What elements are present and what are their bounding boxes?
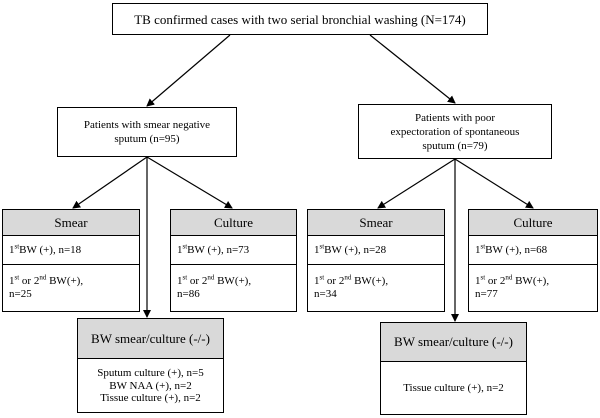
right-bw-negative-details: Tissue culture (+), n=2 [381,362,526,415]
right-culture-title: Culture [469,210,597,236]
right-smear-card: Smear 1stBW (+), n=28 1st or 2nd BW(+),n… [307,209,445,312]
right-culture-first-bw: 1stBW (+), n=68 [475,241,548,256]
right-smear-either-bw: 1st or 2nd BW(+),n=34 [308,264,444,311]
left-smear-title: Smear [3,210,139,236]
right-culture-either-bw: 1st or 2nd BW(+),n=77 [469,264,597,311]
right-smear-title: Smear [308,210,444,236]
root-label: TB confirmed cases with two serial bronc… [134,11,466,27]
right-bw-negative-card: BW smear/culture (-/-) Tissue culture (+… [380,322,527,415]
right-group-line-2: expectoration of spontaneous [390,125,520,138]
left-bw-negative-title: BW smear/culture (-/-) [78,319,223,359]
left-culture-first-bw: 1stBW (+), n=73 [177,241,250,256]
arrow-root-to-right-group [369,34,456,104]
arrow-left-group-to-culture [146,156,233,209]
left-bw-negative-card: BW smear/culture (-/-) Sputum culture (+… [77,318,224,413]
arrow-right-group-to-culture [454,158,534,209]
left-bw-detail: Tissue culture (+), n=2 [100,392,201,405]
right-culture-card: Culture 1stBW (+), n=68 1st or 2nd BW(+)… [468,209,598,312]
right-group-box: Patients with poor expectoration of spon… [358,104,552,159]
right-bw-detail: Tissue culture (+), n=2 [403,382,504,395]
left-culture-either-bw: 1st or 2nd BW(+),n=86 [171,264,296,311]
left-group-box: Patients with smear negative sputum (n=9… [57,107,237,157]
arrow-right-group-to-smear [377,158,456,209]
left-culture-title: Culture [171,210,296,236]
left-smear-first-bw: 1stBW (+), n=18 [9,241,82,256]
arrow-left-group-to-smear [72,156,148,209]
left-culture-card: Culture 1stBW (+), n=73 1st or 2nd BW(+)… [170,209,297,312]
right-bw-negative-title: BW smear/culture (-/-) [381,323,526,362]
right-group-line-1: Patients with poor [414,111,496,124]
left-group-line-2: sputum (n=95) [114,133,180,145]
left-bw-detail: BW NAA (+), n=2 [109,379,192,392]
left-bw-negative-details: Sputum culture (+), n=5 BW NAA (+), n=2 … [78,359,223,413]
root-box: TB confirmed cases with two serial bronc… [112,3,488,35]
right-group-line-3: sputum (n=79) [422,139,488,152]
left-bw-detail: Sputum culture (+), n=5 [97,367,204,380]
arrow-root-to-left-group [146,34,231,107]
right-smear-first-bw: 1stBW (+), n=28 [314,241,387,256]
left-smear-either-bw: 1st or 2nd BW(+),n=25 [3,264,139,311]
left-group-line-1: Patients with smear negative [83,119,211,131]
left-smear-card: Smear 1stBW (+), n=18 1st or 2nd BW(+),n… [2,209,140,312]
